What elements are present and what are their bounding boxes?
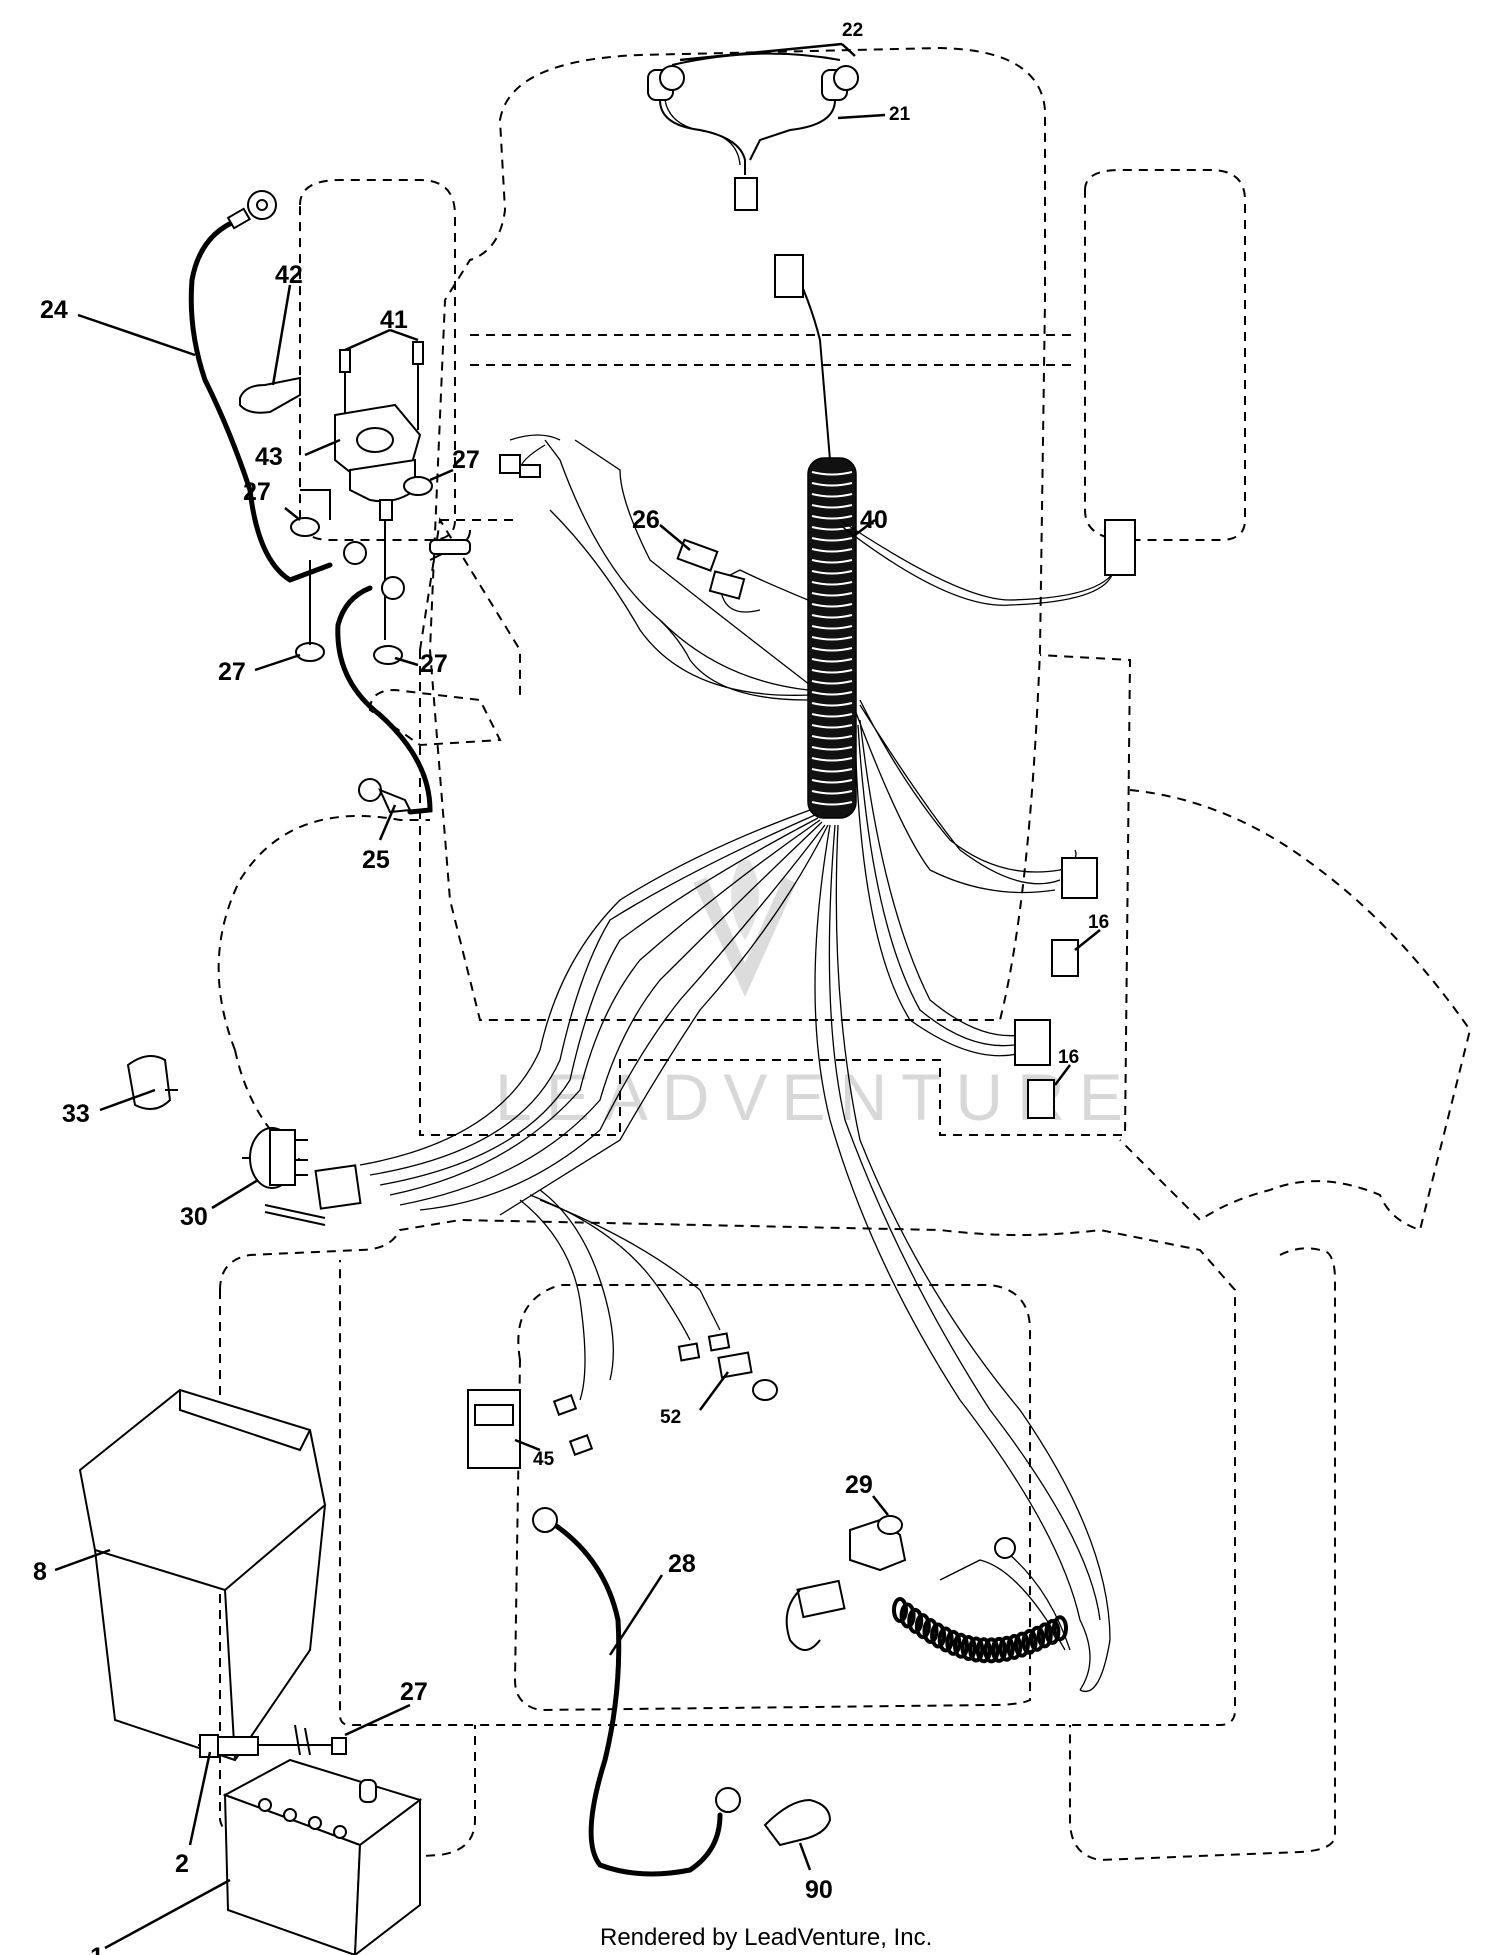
battery-cable-24 xyxy=(188,217,333,583)
callout-1: 1 xyxy=(90,1943,104,1955)
ring-terminals-25 xyxy=(343,541,412,814)
callout-16-upper: 16 xyxy=(1088,912,1109,933)
callout-22: 22 xyxy=(842,20,863,41)
callout-27-battery: 27 xyxy=(400,1678,428,1706)
callout-40: 40 xyxy=(860,506,888,534)
battery-tray-8 xyxy=(78,1388,327,1762)
ring-terminals-28 xyxy=(532,1507,741,1813)
headlight-connector xyxy=(734,177,758,211)
plug-16-lower xyxy=(1027,1079,1055,1119)
wire-terminals xyxy=(552,1332,731,1456)
bolt-thread xyxy=(217,1736,259,1756)
leader-lines xyxy=(54,42,1101,1950)
callout-41: 41 xyxy=(380,306,408,334)
battery-cable-25 xyxy=(335,585,433,815)
nut-27 xyxy=(331,1737,347,1755)
wiring-harness-40 xyxy=(499,254,1136,819)
callout-27-upper-right: 27 xyxy=(452,446,480,474)
callout-30: 30 xyxy=(180,1203,208,1231)
callout-43: 43 xyxy=(255,443,283,471)
callout-26: 26 xyxy=(632,506,660,534)
callout-27-upper-left: 27 xyxy=(243,478,271,506)
callout-42: 42 xyxy=(275,261,303,289)
hour-meter-45 xyxy=(467,1389,521,1469)
ring-terminal-24 xyxy=(226,190,277,230)
ignition-key-33 xyxy=(126,1055,178,1110)
nuts-27 xyxy=(290,476,433,665)
ignition-switch-30 xyxy=(242,1127,362,1226)
callout-2: 2 xyxy=(175,1850,189,1878)
callout-33: 33 xyxy=(62,1100,90,1128)
connector-16-lower xyxy=(1014,1019,1051,1066)
convoluted-tubing xyxy=(807,457,857,819)
callout-24: 24 xyxy=(40,296,68,324)
harness-top-connector xyxy=(774,254,804,298)
battery-assembly xyxy=(198,1724,423,1955)
callout-28: 28 xyxy=(668,1550,696,1578)
callout-8: 8 xyxy=(33,1558,47,1586)
connector-16-upper xyxy=(1061,857,1098,899)
callout-52: 52 xyxy=(660,1407,681,1428)
callout-90: 90 xyxy=(805,1876,833,1904)
callout-labels: 22 21 24 42 41 43 27 27 27 27 26 40 25 1… xyxy=(33,20,1109,1955)
footer-credit: Rendered by LeadVenture, Inc. xyxy=(600,1924,932,1951)
callout-21: 21 xyxy=(889,104,911,125)
terminal-boot-42 xyxy=(239,376,301,414)
starter-solenoid-43 xyxy=(300,403,422,640)
coiled-cord xyxy=(892,1597,1068,1664)
plug-16-upper xyxy=(1051,939,1079,977)
seat-switch-29 xyxy=(785,1515,907,1651)
main-wire-bundle xyxy=(359,809,1111,1693)
callout-29: 29 xyxy=(845,1471,873,1499)
fuse-52 xyxy=(717,1351,778,1401)
callout-27-lower-right: 27 xyxy=(420,650,448,678)
battery-cable-28 xyxy=(552,1522,723,1877)
callout-25: 25 xyxy=(362,846,390,874)
headlight-assembly xyxy=(647,52,859,211)
callout-45: 45 xyxy=(533,1449,555,1470)
callout-16-lower: 16 xyxy=(1058,1047,1079,1068)
callout-27-lower-left: 27 xyxy=(218,658,246,686)
watermark-text: LEADVENTURE xyxy=(495,1060,1137,1134)
watermark: LEADVENTURE xyxy=(495,860,1137,1134)
terminal-boot-90 xyxy=(763,1798,832,1847)
